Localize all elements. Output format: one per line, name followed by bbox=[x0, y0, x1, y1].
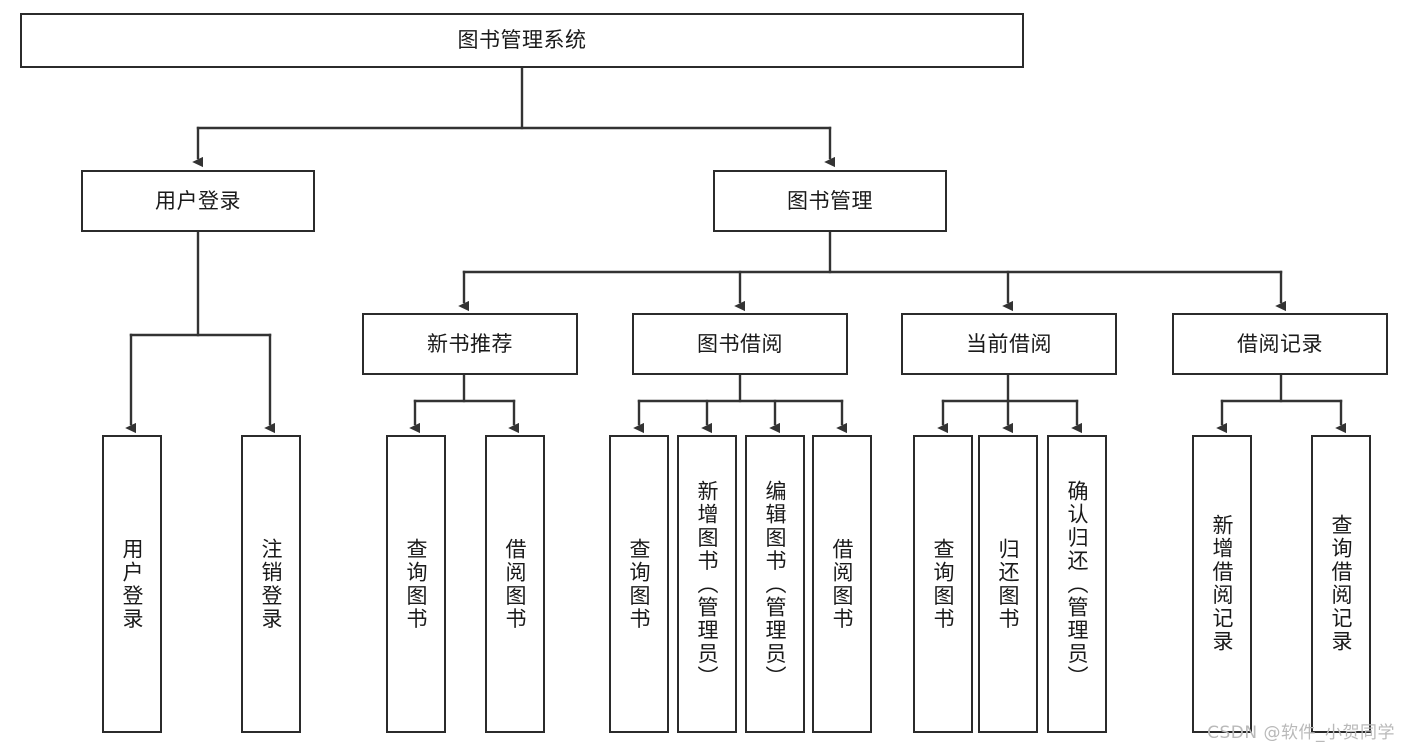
node-current-borrow[interactable]: 当前借阅 bbox=[901, 313, 1117, 375]
node-root-book-management-system[interactable]: 图书管理系统 bbox=[20, 13, 1024, 68]
leaf-current-borrow-confirm-return-admin[interactable]: 确认归还（管理员） bbox=[1047, 435, 1107, 733]
node-label: 归还图书 bbox=[996, 537, 1021, 631]
node-label: 图书管理系统 bbox=[457, 28, 587, 53]
leaf-borrow-record-add-record[interactable]: 新增借阅记录 bbox=[1192, 435, 1252, 733]
leaf-user-login-logout[interactable]: 注销登录 bbox=[241, 435, 301, 733]
leaf-book-borrow-query-book[interactable]: 查询图书 bbox=[609, 435, 669, 733]
leaf-new-book-borrow-book[interactable]: 借阅图书 bbox=[485, 435, 545, 733]
node-label: 图书借阅 bbox=[697, 331, 783, 356]
node-new-book-recommend[interactable]: 新书推荐 bbox=[362, 313, 578, 375]
node-label: 查询图书 bbox=[931, 537, 956, 631]
leaf-user-login-login[interactable]: 用户登录 bbox=[102, 435, 162, 733]
node-label: 编辑图书（管理员） bbox=[763, 479, 788, 689]
node-label: 新增图书（管理员） bbox=[695, 479, 720, 689]
node-label: 新书推荐 bbox=[427, 331, 513, 356]
node-label: 查询借阅记录 bbox=[1329, 514, 1354, 654]
leaf-borrow-record-query-record[interactable]: 查询借阅记录 bbox=[1311, 435, 1371, 733]
node-label: 用户登录 bbox=[155, 188, 241, 213]
leaf-new-book-query-book[interactable]: 查询图书 bbox=[386, 435, 446, 733]
node-label: 新增借阅记录 bbox=[1210, 514, 1235, 654]
node-label: 图书管理 bbox=[787, 188, 873, 213]
node-label: 借阅图书 bbox=[503, 537, 528, 631]
leaf-current-borrow-return-book[interactable]: 归还图书 bbox=[978, 435, 1038, 733]
csdn-watermark: CSDN @软件_小贺同学 bbox=[1207, 723, 1395, 743]
node-label: 用户登录 bbox=[120, 537, 145, 631]
node-label: 查询图书 bbox=[404, 537, 429, 631]
node-borrow-record[interactable]: 借阅记录 bbox=[1172, 313, 1388, 375]
node-label: 当前借阅 bbox=[966, 331, 1052, 356]
node-label: 借阅记录 bbox=[1237, 331, 1323, 356]
leaf-book-borrow-borrow-book[interactable]: 借阅图书 bbox=[812, 435, 872, 733]
node-user-login[interactable]: 用户登录 bbox=[81, 170, 315, 232]
node-label: 确认归还（管理员） bbox=[1065, 479, 1090, 689]
leaf-book-borrow-edit-book-admin[interactable]: 编辑图书（管理员） bbox=[745, 435, 805, 733]
node-book-borrow[interactable]: 图书借阅 bbox=[632, 313, 848, 375]
node-book-management[interactable]: 图书管理 bbox=[713, 170, 947, 232]
node-label: 借阅图书 bbox=[830, 537, 855, 631]
leaf-current-borrow-query-book[interactable]: 查询图书 bbox=[913, 435, 973, 733]
node-label: 查询图书 bbox=[627, 537, 652, 631]
leaf-book-borrow-add-book-admin[interactable]: 新增图书（管理员） bbox=[677, 435, 737, 733]
node-label: 注销登录 bbox=[259, 537, 284, 631]
